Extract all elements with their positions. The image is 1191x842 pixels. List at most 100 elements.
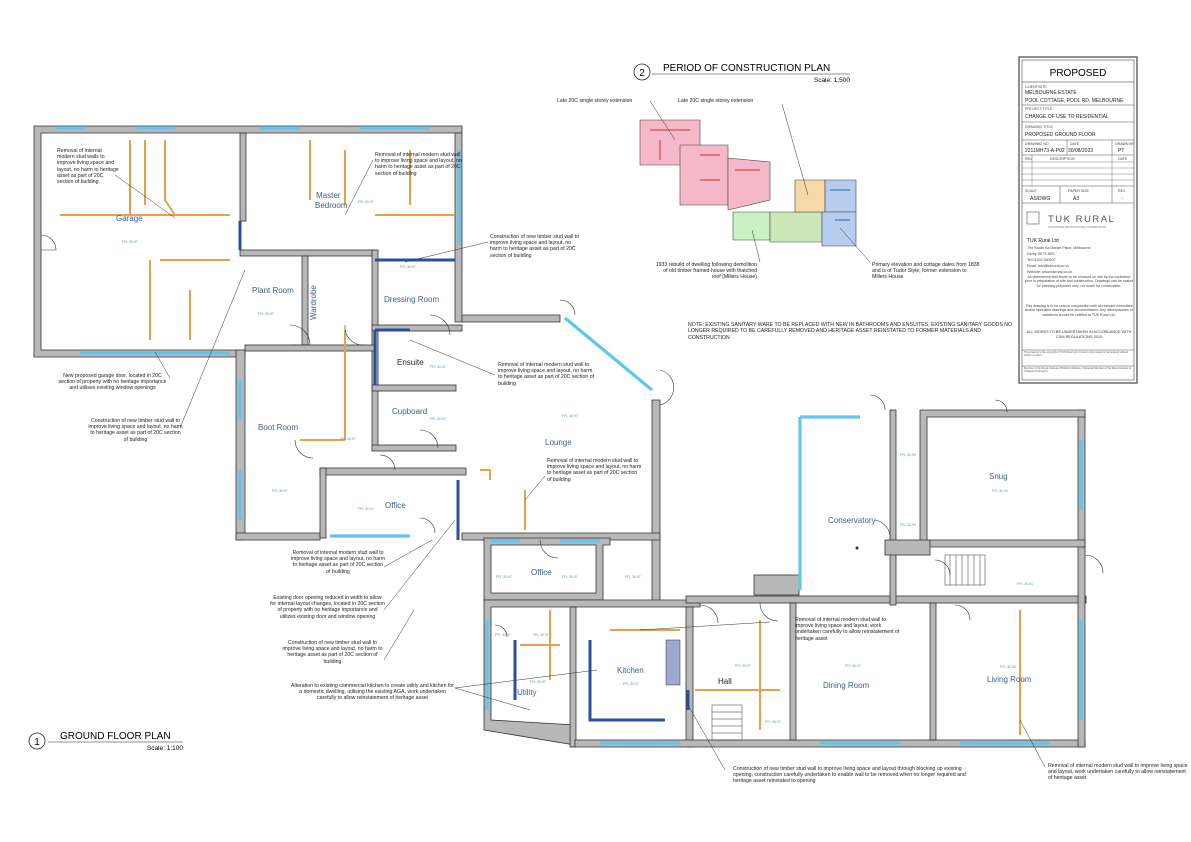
wall-dining-w xyxy=(789,602,797,741)
svg-text:REV: REV xyxy=(1025,157,1033,161)
svg-text:FFL 30.97: FFL 30.97 xyxy=(430,365,446,369)
svg-text:FFL 30.97: FFL 30.97 xyxy=(623,682,639,686)
aga-cooker xyxy=(665,639,681,686)
svg-text:FFL 30.97: FFL 30.97 xyxy=(258,312,274,316)
svg-text:REV: REV xyxy=(1118,189,1126,193)
room-office-2: Office xyxy=(531,568,552,577)
note-9: Existing door opening reduced in width t… xyxy=(270,595,385,620)
room-master-1: Master xyxy=(316,191,341,200)
svg-text:FFL 30.97: FFL 30.97 xyxy=(533,633,549,637)
svg-text:FFL 30.97: FFL 30.97 xyxy=(496,575,512,579)
room-lounge: Lounge xyxy=(545,438,572,447)
stairs xyxy=(711,554,986,741)
svg-text:DATE: DATE xyxy=(1118,157,1128,161)
wall-dining-n xyxy=(685,595,1087,604)
svg-text:AS/DWG: AS/DWG xyxy=(1030,196,1050,202)
post-marker xyxy=(855,546,859,550)
room-conservatory: Conservatory xyxy=(828,516,876,525)
wall-int-5 xyxy=(371,324,463,332)
note-11: Alteration to existing commercial kitche… xyxy=(291,683,454,702)
wall-int-8 xyxy=(319,467,327,539)
room-garage: Garage xyxy=(116,214,143,223)
period-leaders xyxy=(649,100,871,263)
room-kitchen: Kitchen xyxy=(617,666,644,675)
svg-text:Website: www.tukrural.co.uk: Website: www.tukrural.co.uk xyxy=(1027,270,1072,274)
room-plant: Plant Room xyxy=(252,286,294,295)
svg-text:PROJECT TITLE: PROJECT TITLE xyxy=(1025,107,1053,111)
wall-stair-block xyxy=(884,539,931,556)
title-block: PROPOSED CLIENT/SITE MELBOURNE ESTATE PO… xyxy=(1018,56,1138,384)
period-label-rebuild: 1933 rebuild of dwelling following demol… xyxy=(655,262,757,281)
new-walls xyxy=(238,221,690,722)
room-boot: Boot Room xyxy=(258,423,298,432)
note-13: Construction of new timber stud wall to … xyxy=(733,766,966,785)
svg-text:FFL 30.97: FFL 30.97 xyxy=(562,414,578,418)
svg-text:FFL 30.94: FFL 30.94 xyxy=(992,489,1008,493)
note-10: Construction of new timber stud wall to … xyxy=(282,640,383,665)
wall-lounge xyxy=(461,314,561,323)
svg-text:DRAWN BY: DRAWN BY xyxy=(1115,142,1135,146)
svg-text:FFL 30.97: FFL 30.97 xyxy=(765,720,781,724)
svg-text:CHANGE OF USE TO RESIDENTIAL: CHANGE OF USE TO RESIDENTIAL xyxy=(1025,114,1109,120)
note-3: Construction of new timber stud wall to … xyxy=(490,234,580,259)
svg-text:FFL 30.94: FFL 30.94 xyxy=(900,523,916,527)
svg-text:The Studio 6a Market Place, Me: The Studio 6a Market Place, Melbourne, xyxy=(1027,246,1091,250)
leader-lines xyxy=(114,159,1046,771)
note-4: New proposed garage door, located in 20C… xyxy=(58,373,167,392)
room-utility: Utility xyxy=(517,688,537,697)
wall-living-w xyxy=(929,602,937,741)
svg-text:FFL 30.97: FFL 30.97 xyxy=(845,664,861,668)
svg-text:PAPER SIZE: PAPER SIZE xyxy=(1068,189,1090,193)
svg-text:Email: info@tukrural.co.uk: Email: info@tukrural.co.uk xyxy=(1027,264,1069,268)
svg-text:2211MH73-A-P02: 2211MH73-A-P02 xyxy=(1025,148,1065,154)
svg-text:POOL COTTAGE, POOL RD, MELBOUR: POOL COTTAGE, POOL RD, MELBOURNE xyxy=(1025,98,1124,104)
wall-kitchen-w xyxy=(569,606,577,748)
svg-text:30/08/2023: 30/08/2023 xyxy=(1068,148,1093,154)
note-2: Removal of internal modern stud wall to … xyxy=(375,152,462,177)
svg-text:FFL 30.84: FFL 30.84 xyxy=(1000,665,1016,669)
doors xyxy=(40,234,1104,638)
room-office-1: Office xyxy=(385,501,406,510)
note-5: Construction of new timber stud wall to … xyxy=(88,418,183,443)
svg-text:PROPOSED GROUND FLOOR: PROPOSED GROUND FLOOR xyxy=(1025,132,1096,138)
period-label-primary: Primary elevation and cottage dates from… xyxy=(872,262,980,281)
plan-number-2: 2 xyxy=(639,68,645,79)
svg-text:MELBOURNE ESTATE: MELBOURNE ESTATE xyxy=(1025,90,1077,96)
svg-text:FFL 30.97: FFL 30.97 xyxy=(340,437,356,441)
svg-text:FFL 30.97: FFL 30.97 xyxy=(735,664,751,668)
room-hall: Hall xyxy=(718,677,732,686)
svg-text:CLIENT/SITE: CLIENT/SITE xyxy=(1025,85,1047,89)
svg-text:FFL 30.97: FFL 30.97 xyxy=(358,507,374,511)
wall-int-2 xyxy=(239,249,375,257)
svg-text:FFL 30.97: FFL 30.97 xyxy=(495,633,511,637)
svg-text:SCALE: SCALE xyxy=(1025,189,1037,193)
plan-number-1: 1 xyxy=(34,737,40,748)
note-sanitary: NOTE: EXISTING SANITARY WARE TO BE REPLA… xyxy=(688,322,1013,341)
period-label-ext-left: Late 20C single storey extension xyxy=(557,98,632,104)
room-snug: Snug xyxy=(989,472,1008,481)
svg-text:FFL 30.97: FFL 30.97 xyxy=(430,417,446,421)
wall-south-office xyxy=(235,532,321,541)
wall-lounge-east xyxy=(651,399,661,604)
period-plan xyxy=(639,119,857,247)
wall-int-4 xyxy=(301,255,309,347)
svg-text:FFL 30.97: FFL 30.97 xyxy=(358,200,374,204)
plan-title-text-2: PERIOD OF CONSTRUCTION PLAN xyxy=(663,63,830,74)
wall-conservatory-e xyxy=(889,409,897,606)
note-6: Removal of internal modern stud wall to … xyxy=(498,362,595,387)
wall-mid-office xyxy=(319,467,467,476)
plan-title-1: 1 GROUND FLOOR PLAN Scale: 1:100 xyxy=(28,731,183,752)
room-dressing: Dressing Room xyxy=(384,295,439,304)
svg-text:TRADITIONAL ARCHITECTURAL CONS: TRADITIONAL ARCHITECTURAL CONSERVATION xyxy=(1048,226,1106,229)
svg-text:FFL 30.94: FFL 30.94 xyxy=(900,453,916,457)
svg-text:DATE: DATE xyxy=(1070,142,1080,146)
wall-kitchen-e xyxy=(685,606,694,748)
annotation-notes: Removal of internal modern stud walls to… xyxy=(57,148,1188,785)
svg-text:FFL 30.97: FFL 30.97 xyxy=(272,489,288,493)
svg-text:Tel:01332 560007: Tel:01332 560007 xyxy=(1027,258,1056,262)
plan-title-2: 2 PERIOD OF CONSTRUCTION PLAN Scale: 1:5… xyxy=(633,63,850,84)
room-wardrobe: Wardrobe xyxy=(309,285,318,320)
svg-text:DRAWING NO.: DRAWING NO. xyxy=(1025,142,1050,146)
svg-text:FFL 30.97: FFL 30.97 xyxy=(625,575,641,579)
